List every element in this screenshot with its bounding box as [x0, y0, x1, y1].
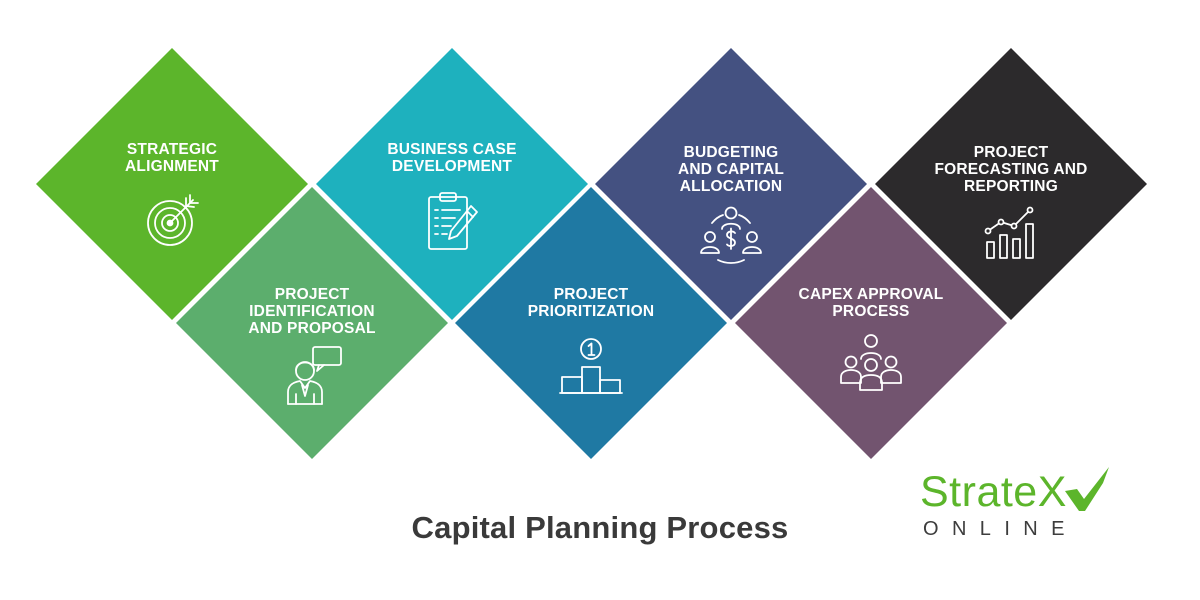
diagram-title: Capital Planning Process	[411, 510, 789, 545]
growth-chart-icon	[978, 200, 1044, 266]
step-label: CAPEX APPROVAL PROCESS	[798, 286, 944, 320]
people-dollar-icon	[698, 203, 764, 269]
step-label: BUDGETING AND CAPITAL ALLOCATION	[677, 144, 785, 195]
step-label: BUSINESS CASE DEVELOPMENT	[387, 141, 517, 175]
target-icon	[139, 188, 205, 254]
step-label: STRATEGIC ALIGNMENT	[125, 141, 219, 175]
step-label: PROJECT PRIORITIZATION	[527, 286, 655, 320]
team-icon	[838, 331, 904, 397]
step-project-identification: PROJECT IDENTIFICATION AND PROPOSAL	[176, 187, 448, 459]
checkmark-icon	[1065, 467, 1109, 511]
step-label: PROJECT IDENTIFICATION AND PROPOSAL	[248, 286, 376, 337]
podium-first-place-icon	[558, 333, 624, 399]
logo-wordmark: StrateX	[920, 468, 1067, 516]
step-strategic-alignment: STRATEGIC ALIGNMENT	[36, 48, 308, 320]
step-label: PROJECT FORECASTING AND REPORTING	[934, 144, 1088, 195]
step-forecasting-reporting: PROJECT FORECASTING AND REPORTING	[875, 48, 1147, 320]
person-speech-icon	[279, 344, 345, 410]
stratex-logo: StrateX ONLINE	[920, 465, 1120, 545]
logo-subtitle: ONLINE	[923, 518, 1078, 540]
clipboard-pen-icon	[419, 188, 485, 254]
